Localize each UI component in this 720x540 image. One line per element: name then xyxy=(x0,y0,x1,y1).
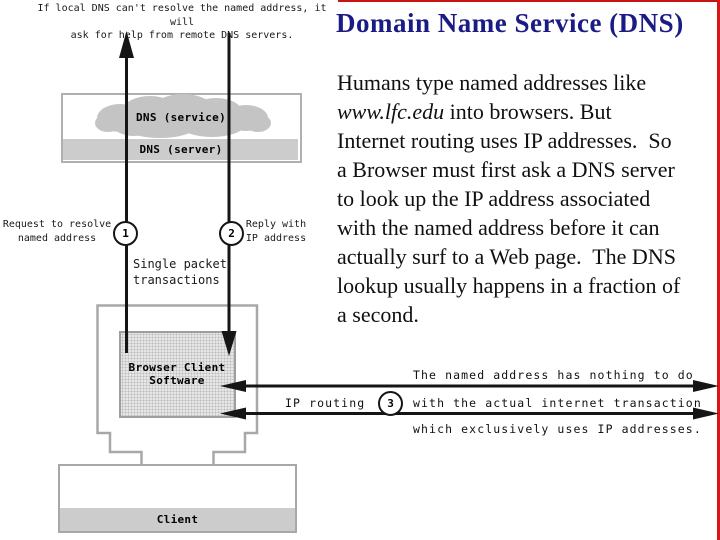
body-line: a Browser must first ask a DNS server xyxy=(337,157,675,182)
routing-note-line2: with the actual internet transaction xyxy=(413,396,702,410)
body-line: Internet routing uses IP addresses. So xyxy=(337,128,672,153)
browser-label: Browser Client Software xyxy=(128,361,226,387)
body-paragraph: Humans type named addresses like www.lfc… xyxy=(337,68,719,329)
client-label: Client xyxy=(156,513,199,526)
routing-note-line1: The named address has nothing to do xyxy=(413,368,694,382)
step2-label: Reply with IP address xyxy=(245,219,307,244)
body-line: www.lfc.edu into browsers. But xyxy=(337,99,612,124)
body-line: actually surf to a Web page. The DNS xyxy=(337,244,676,269)
step3-circle: 3 xyxy=(378,391,403,416)
body-line: with the named address before it can xyxy=(337,215,660,240)
step2-circle: 2 xyxy=(219,221,244,246)
reply-down-arrow xyxy=(221,33,237,356)
step1-label: Request to resolve named address xyxy=(2,219,112,244)
top-caption-line1: If local DNS can't resolve the named add… xyxy=(37,3,327,28)
top-caption: If local DNS can't resolve the named add… xyxy=(28,2,336,43)
dns-server-bar xyxy=(63,139,298,160)
client-bar xyxy=(60,508,295,531)
body-line: a second. xyxy=(337,302,419,327)
dns-server-label: DNS (server) xyxy=(139,143,223,156)
body-line: to look up the IP address associated xyxy=(337,186,651,211)
top-caption-line2: ask for help from remote DNS servers. xyxy=(70,30,294,41)
step1-circle: 1 xyxy=(113,221,138,246)
packet-note: Single packet transactions xyxy=(133,257,227,287)
request-up-arrow xyxy=(119,31,134,353)
dns-service-label: DNS (service) xyxy=(136,111,226,124)
red-border-right xyxy=(717,0,720,540)
red-border-top xyxy=(338,0,720,2)
page-title: Domain Name Service (DNS) xyxy=(336,8,684,38)
body-line: Humans type named addresses like xyxy=(337,70,647,95)
routing-note-line3: which exclusively uses IP addresses. xyxy=(413,422,702,436)
body-italic-address: www.lfc.edu xyxy=(337,99,445,124)
step3-label: IP routing xyxy=(285,396,366,410)
body-line: lookup usually happens in a fraction of xyxy=(337,273,681,298)
